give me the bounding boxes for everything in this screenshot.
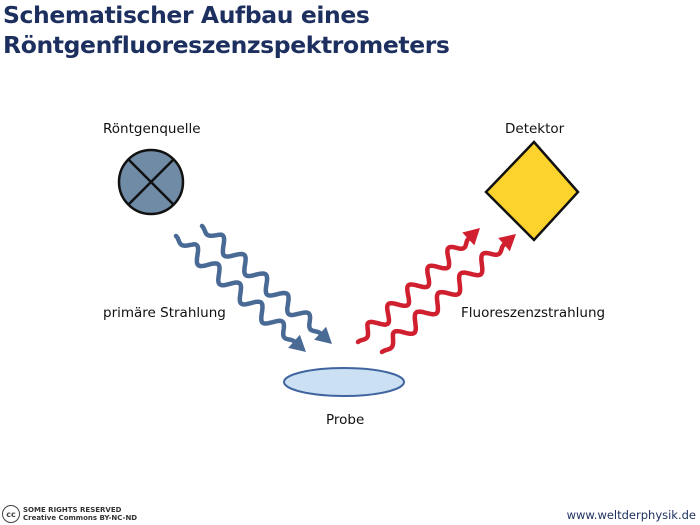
website-link[interactable]: www.weltderphysik.de	[566, 508, 696, 522]
license-line-1: SOME RIGHTS RESERVED	[23, 506, 122, 514]
primary-radiation-label: primäre Strahlung	[103, 305, 226, 321]
title-line-2: Röntgenfluoreszenzspektrometers	[3, 31, 450, 59]
fluorescence-wave-2-arrowhead	[498, 234, 516, 252]
primary-wave-1-arrowhead	[288, 334, 306, 352]
title-line-1: Schematischer Aufbau eines	[3, 1, 370, 29]
fluorescence-wave-1-arrowhead	[462, 228, 480, 246]
fluorescence-radiation-label: Fluoreszenzstrahlung	[461, 305, 606, 321]
primary-wave-2-arrowhead	[314, 326, 332, 344]
sample-label: Probe	[326, 412, 365, 428]
fluorescence-wave-2	[379, 242, 507, 355]
page-title: Schematischer Aufbau eines Röntgenfluore…	[3, 0, 450, 60]
sample-icon	[283, 367, 405, 397]
license-badge[interactable]: cc SOME RIGHTS RESERVED Creative Commons…	[2, 503, 137, 525]
detector-label: Detektor	[505, 121, 565, 137]
detector-icon	[484, 140, 580, 242]
x-ray-source-icon	[117, 148, 185, 216]
primary-wave-1	[173, 233, 297, 344]
fluorescence-wave-1	[355, 236, 471, 345]
primary-wave-2	[199, 223, 323, 336]
license-line-2: Creative Commons BY-NC-ND	[23, 514, 138, 522]
creative-commons-icon: cc	[2, 505, 20, 523]
source-label: Röntgenquelle	[103, 121, 201, 137]
license-text: SOME RIGHTS RESERVED Creative Commons BY…	[23, 506, 137, 522]
